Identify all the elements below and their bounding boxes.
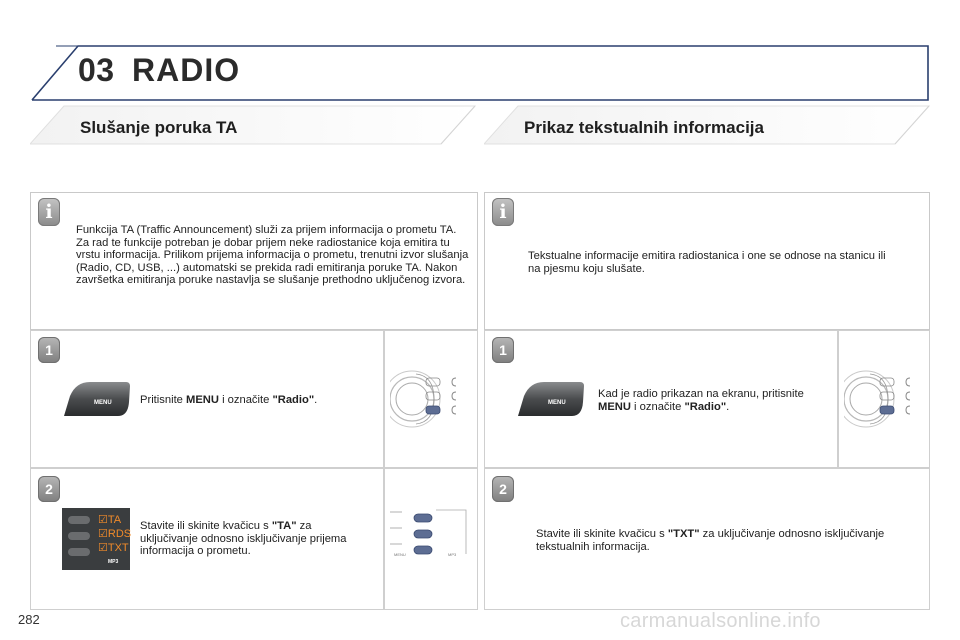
right-step1-image-cell — [838, 330, 930, 468]
chapter-number: 03 — [78, 52, 115, 88]
checkbox-checked-icon: ☑ — [98, 528, 108, 540]
left-section-title-band — [30, 105, 477, 145]
checkbox-checked-icon: ☑ — [98, 514, 108, 526]
right-info-text: Tekstualne informacije emitira radiostan… — [528, 250, 886, 275]
radio-control-panel-illustration — [844, 370, 911, 428]
right-step2-cell — [484, 468, 930, 610]
step-text-part: za uključivanje odnosno isključivanje te… — [536, 528, 885, 553]
ta-checkbox-item: ☑TA — [98, 514, 121, 526]
step-text-bold: "TA" — [271, 520, 297, 532]
step-badge-2: 2 — [492, 476, 514, 502]
ta-option-label: TA — [107, 514, 122, 526]
step-text-bold: "Radio" — [684, 400, 727, 413]
left-step1-text: Pritisnite MENU i označite "Radio". — [140, 394, 380, 407]
ta-options-panel: ☑TA ☑RDS ☑TXT MP3 — [62, 508, 131, 570]
step-badge-1: 1 — [492, 337, 514, 363]
page-title: RADIO — [132, 52, 241, 88]
step-text-bold: MENU — [186, 394, 219, 406]
step-badge-2: 2 — [38, 476, 60, 502]
step-text-bold: MENU — [598, 400, 631, 413]
menu-button-illustration: MENU — [518, 382, 584, 416]
page-number: 282 — [18, 612, 40, 627]
right-info-panel — [484, 192, 930, 330]
step-text-part: Pritisnite — [140, 394, 187, 406]
rds-checkbox-item: ☑RDS — [98, 528, 131, 540]
checkbox-checked-icon: ☑ — [98, 542, 108, 554]
mp3-label: MP3 — [448, 552, 457, 557]
step-text-part: i označite — [218, 394, 273, 406]
left-step1-image-cell — [384, 330, 478, 468]
txt-checkbox-item: ☑TXT — [98, 542, 129, 554]
knob-icon — [68, 548, 90, 556]
step-text-part: . — [726, 400, 730, 413]
right-step2-text: Stavite ili skinite kvačicu s "TXT" za u… — [536, 528, 896, 553]
knob-icon — [68, 516, 90, 524]
step-text-part: Kad je radio prikazan na ekranu, pritisn… — [598, 388, 804, 400]
step-text-part: i označite — [630, 400, 685, 413]
menu-label: MENU — [94, 400, 112, 406]
left-step1-cell — [30, 330, 384, 468]
step-text-part: . — [314, 394, 318, 406]
knob-icon — [68, 532, 90, 540]
rds-option-label: RDS — [107, 528, 132, 540]
menu-label: MENU — [394, 552, 406, 557]
left-step2-text: Stavite ili skinite kvačicu s "TA" za uk… — [140, 520, 360, 558]
step-text-part: za uključivanje odnosno isključivanje pr… — [140, 520, 347, 558]
left-info-panel — [30, 192, 478, 330]
step-text-part: Stavite ili skinite kvačicu s — [140, 520, 272, 532]
button-panel-illustration: MENU MP3 — [390, 509, 467, 557]
step-badge-1: 1 — [38, 337, 60, 363]
menu-label: MENU — [548, 400, 566, 406]
right-section-title-band — [484, 105, 931, 145]
info-icon: i — [492, 198, 514, 226]
info-icon: i — [38, 198, 60, 226]
radio-control-panel-illustration — [390, 370, 457, 428]
txt-option-label: TXT — [107, 542, 129, 554]
left-step2-image-cell — [384, 468, 478, 610]
step-text-bold: "TXT" — [667, 528, 700, 540]
mp3-label: MP3 — [108, 559, 119, 565]
step-text-part: Stavite ili skinite kvačicu s — [536, 528, 668, 540]
watermark: carmanualsonline.info — [620, 610, 821, 632]
left-section-title: Slušanje poruka TA — [80, 118, 238, 137]
right-step1-text: Kad je radio prikazan na ekranu, pritisn… — [598, 388, 828, 413]
right-section-title: Prikaz tekstualnih informacija — [524, 118, 764, 137]
chapter-header-frame — [31, 45, 929, 101]
menu-button-illustration: MENU — [64, 382, 130, 416]
left-info-text: Funkcija TA (Traffic Announcement) služi… — [76, 224, 469, 287]
step-text-bold: "Radio" — [272, 394, 315, 406]
